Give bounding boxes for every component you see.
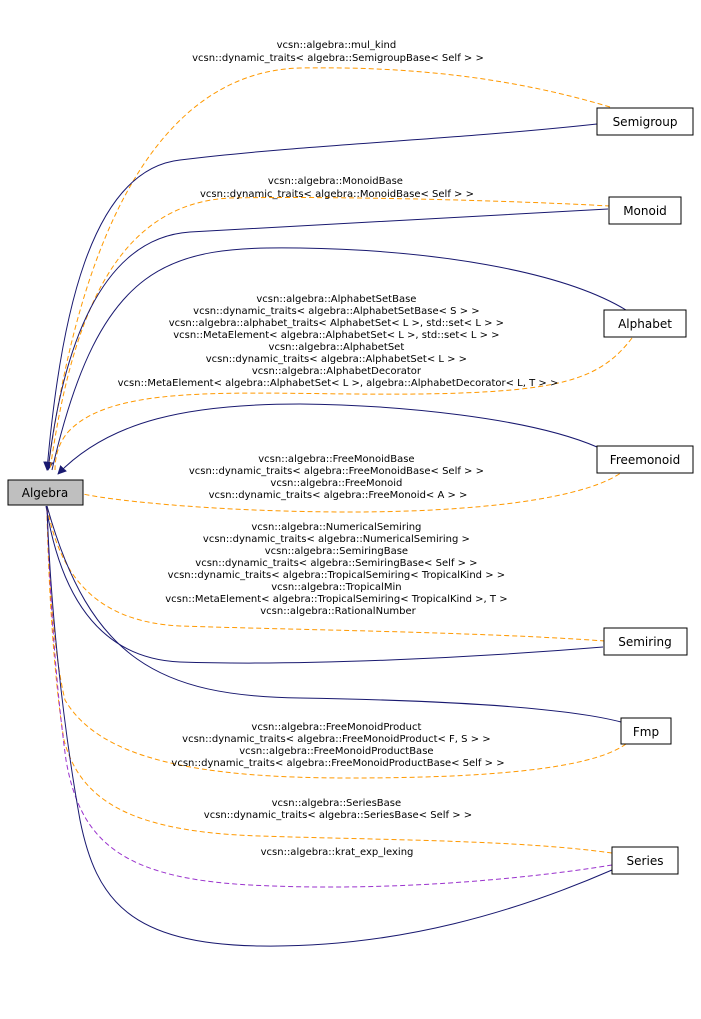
- svg-text:Algebra: Algebra: [22, 486, 68, 500]
- node-series[interactable]: Series: [611, 846, 679, 875]
- svg-text:Alphabet: Alphabet: [618, 317, 672, 331]
- svg-text:Fmp: Fmp: [633, 725, 659, 739]
- edge-semiring-inheritance: [45, 505, 604, 664]
- svg-text:Freemonoid: Freemonoid: [610, 453, 680, 467]
- node-semigroup[interactable]: Semigroup: [596, 107, 694, 136]
- edge-freemonoid-usage: [82, 468, 627, 513]
- svg-text:Semigroup: Semigroup: [613, 115, 678, 129]
- node-semiring[interactable]: Semiring: [603, 627, 688, 656]
- node-freemonoid[interactable]: Freemonoid: [596, 445, 694, 474]
- label-alphabet: vcsn::algebra::AlphabetSetBase vcsn::dyn…: [118, 294, 559, 389]
- svg-text:Semiring: Semiring: [618, 635, 672, 649]
- label-semiring: vcsn::algebra::NumericalSemiring vcsn::d…: [165, 522, 511, 617]
- edge-semigroup-inheritance: [43, 123, 598, 471]
- edges: [43, 67, 633, 947]
- edge-labels: vcsn::algebra::mul_kind vcsn::dynamic_tr…: [118, 40, 559, 858]
- edge-series-usage: [46, 505, 613, 854]
- edge-fmp-usage: [46, 505, 627, 779]
- svg-text:Series: Series: [627, 854, 664, 868]
- node-alphabet[interactable]: Alphabet: [603, 309, 687, 338]
- label-series: vcsn::algebra::SeriesBase vcsn::dynamic_…: [204, 798, 472, 821]
- edge-monoid-inheritance: [47, 208, 609, 471]
- edge-monoid-usage: [49, 196, 611, 471]
- edge-series-inheritance: [46, 505, 613, 947]
- edge-alphabet-inheritance: [51, 247, 627, 471]
- node-monoid[interactable]: Monoid: [608, 196, 682, 225]
- edge-fmp-inheritance: [46, 505, 622, 723]
- label-series-template: vcsn::algebra::krat_exp_lexing: [261, 847, 414, 858]
- edge-alphabet-usage: [54, 337, 633, 471]
- node-algebra[interactable]: Algebra: [7, 479, 84, 506]
- label-semigroup: vcsn::algebra::mul_kind vcsn::dynamic_tr…: [192, 40, 484, 64]
- label-freemonoid: vcsn::algebra::FreeMonoidBase vcsn::dyna…: [189, 454, 487, 501]
- edge-series-template: [46, 505, 613, 888]
- edge-freemonoid-inheritance: [57, 403, 598, 475]
- edge-semigroup-usage: [44, 67, 611, 471]
- node-fmp[interactable]: Fmp: [620, 717, 672, 745]
- svg-text:Monoid: Monoid: [623, 204, 667, 218]
- edge-semiring-usage: [46, 505, 606, 642]
- label-monoid: vcsn::algebra::MonoidBase vcsn::dynamic_…: [200, 176, 474, 200]
- label-fmp: vcsn::algebra::FreeMonoidProduct vcsn::d…: [171, 722, 504, 769]
